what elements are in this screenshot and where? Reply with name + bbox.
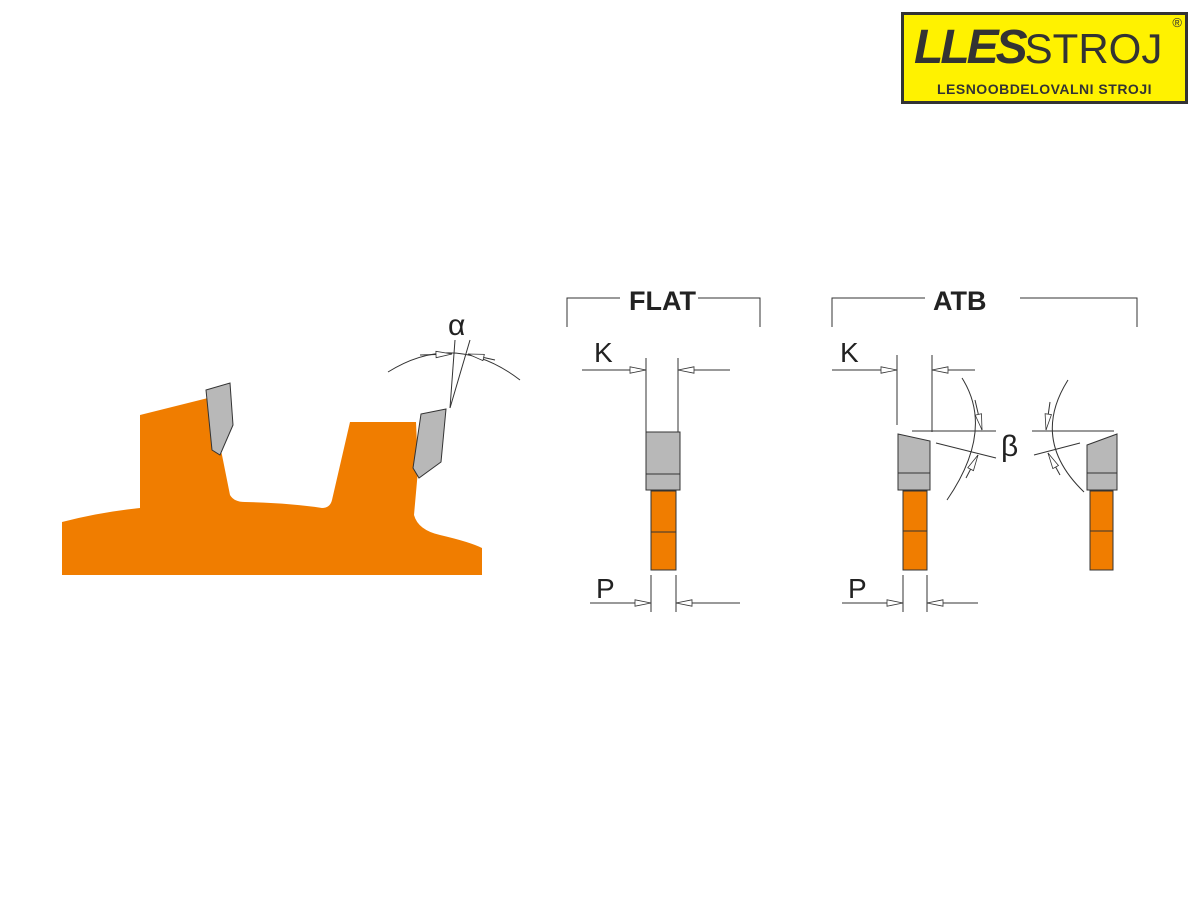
alpha-label: α (448, 309, 465, 342)
alpha-line (449, 339, 471, 409)
atb-k-label: K (840, 337, 859, 368)
beta-arc-left (946, 377, 976, 501)
flat-carbide-tip (645, 431, 681, 491)
alpha-ref-line (449, 339, 456, 409)
flat-blade-section (650, 490, 677, 571)
atb-carbide-tip-right (1086, 433, 1118, 491)
registered-mark: ® (1172, 15, 1182, 30)
atb-title: ATB (933, 286, 987, 316)
beta-arc-right (1051, 379, 1085, 493)
flat-bracket-left (566, 297, 620, 327)
alpha-arrow-right (467, 353, 496, 362)
alpha-arrow-left (419, 350, 453, 359)
atb-bracket-left (831, 297, 925, 327)
carbide-tip-right (412, 408, 447, 479)
atb-bracket-right (1020, 297, 1138, 327)
flat-p-label: P (596, 573, 615, 604)
blade-body (62, 398, 482, 575)
company-logo: LLESSTROJ ® LESNOOBDELOVALNI STROJI (901, 12, 1188, 104)
atb-carbide-tip-left (897, 433, 931, 491)
logo-tagline: LESNOOBDELOVALNI STROJI (936, 81, 1153, 97)
carbide-tip-left (205, 382, 234, 456)
atb-p-label: P (848, 573, 867, 604)
flat-k-label: K (594, 337, 613, 368)
beta-label: β (1001, 430, 1018, 463)
flat-bracket-right (698, 297, 761, 327)
flat-title: FLAT (629, 286, 696, 316)
logo-wordmark: LLESSTROJ (914, 21, 1163, 74)
